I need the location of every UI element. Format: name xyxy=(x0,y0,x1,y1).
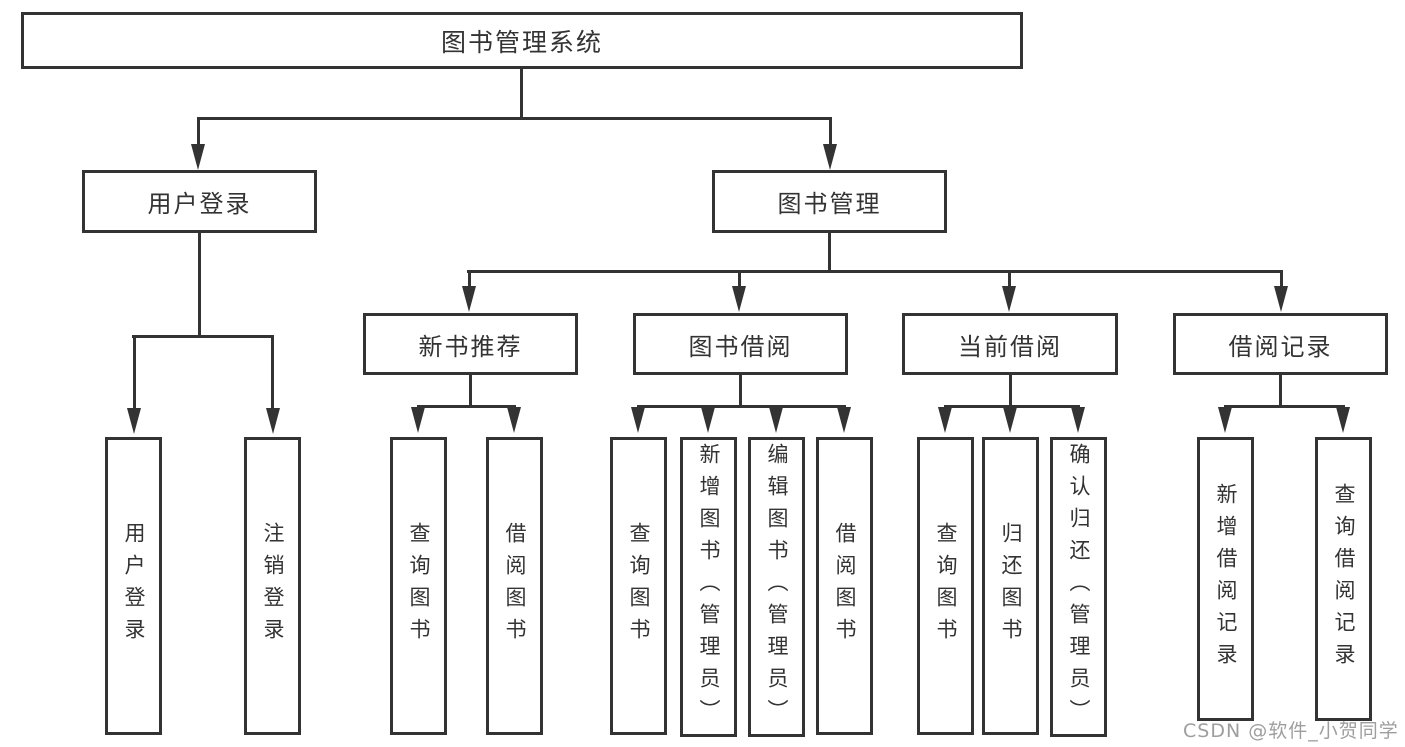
connector-line xyxy=(417,405,516,408)
leaf-label: 编辑图书（管理员） xyxy=(765,443,789,731)
node-label: 图书管理 xyxy=(777,190,882,218)
node-label: 图书管理系统 xyxy=(440,27,603,57)
leaf-query-books-recommend: 查询图书 xyxy=(390,437,447,735)
connector-line xyxy=(1279,375,1282,407)
leaf-borrow-books-recommend: 借阅图书 xyxy=(486,437,543,735)
connector-line xyxy=(133,337,136,410)
leaf-label: 用户登录 xyxy=(122,522,146,650)
leaf-borrow-books-borrowing: 借阅图书 xyxy=(816,437,873,735)
leaf-confirm-return-admin: 确认归还（管理员） xyxy=(1050,437,1107,737)
arrow-down-icon xyxy=(1002,286,1016,312)
leaf-label: 借阅图书 xyxy=(503,522,527,650)
leaf-label: 查询图书 xyxy=(627,522,651,650)
arrow-down-icon xyxy=(411,407,425,433)
leaf-label: 借阅图书 xyxy=(833,522,857,650)
arrow-down-icon xyxy=(266,408,280,434)
leaf-label: 确认归还（管理员） xyxy=(1067,443,1091,731)
leaf-label: 查询图书 xyxy=(407,522,431,650)
leaf-label: 查询借阅记录 xyxy=(1332,483,1356,675)
connector-line xyxy=(637,405,846,408)
node-label: 当前借阅 xyxy=(958,332,1062,361)
arrow-down-icon xyxy=(1336,407,1350,433)
arrow-down-icon xyxy=(823,144,837,170)
csdn-watermark: CSDN @软件_小贺同学 xyxy=(1183,720,1399,742)
connector-line xyxy=(271,337,274,410)
leaf-query-borrow-record: 查询借阅记录 xyxy=(1315,437,1372,721)
arrow-down-icon xyxy=(701,407,715,433)
node-user-login: 用户登录 xyxy=(82,170,317,233)
connector-line xyxy=(132,335,274,338)
leaf-label: 注销登录 xyxy=(261,522,285,650)
leaf-label: 新增图书（管理员） xyxy=(697,443,721,731)
node-borrowing-records: 借阅记录 xyxy=(1173,313,1388,375)
leaf-return-books: 归还图书 xyxy=(982,437,1039,735)
leaf-label: 查询图书 xyxy=(934,522,958,650)
arrow-down-icon xyxy=(1003,407,1017,433)
node-label: 用户登录 xyxy=(147,190,252,218)
connector-line xyxy=(829,120,832,146)
node-label: 借阅记录 xyxy=(1228,332,1333,361)
connector-line xyxy=(738,272,741,287)
connector-line xyxy=(1009,375,1012,407)
leaf-add-books-admin: 新增图书（管理员） xyxy=(680,437,737,737)
arrow-down-icon xyxy=(462,286,476,312)
connector-line xyxy=(739,375,742,407)
node-new-book-recommendation: 新书推荐 xyxy=(363,313,578,375)
arrow-down-icon xyxy=(837,407,851,433)
connector-line xyxy=(1280,272,1283,287)
connector-line xyxy=(469,375,472,407)
leaf-label: 归还图书 xyxy=(999,522,1023,650)
arrow-down-icon xyxy=(191,144,205,170)
connector-line xyxy=(1008,272,1011,287)
connector-line xyxy=(520,69,523,120)
connector-line xyxy=(467,270,1283,273)
node-book-management: 图书管理 xyxy=(712,170,947,233)
leaf-add-borrow-record: 新增借阅记录 xyxy=(1197,437,1254,721)
leaf-user-login: 用户登录 xyxy=(105,437,162,735)
node-label: 图书借阅 xyxy=(688,332,793,361)
arrow-down-icon xyxy=(127,408,141,434)
arrow-down-icon xyxy=(1274,286,1288,312)
node-label: 新书推荐 xyxy=(418,332,523,361)
leaf-query-books-current: 查询图书 xyxy=(917,437,974,735)
arrow-down-icon xyxy=(1218,407,1232,433)
leaf-edit-books-admin: 编辑图书（管理员） xyxy=(748,437,805,737)
leaf-query-books-borrowing: 查询图书 xyxy=(610,437,667,735)
node-current-borrowing: 当前借阅 xyxy=(902,313,1118,375)
arrow-down-icon xyxy=(631,407,645,433)
connector-line xyxy=(468,272,471,287)
leaf-label: 新增借阅记录 xyxy=(1214,483,1238,675)
connector-line xyxy=(944,405,1080,408)
connector-line xyxy=(197,120,200,146)
node-library-management-system: 图书管理系统 xyxy=(21,12,1023,69)
arrow-down-icon xyxy=(769,407,783,433)
node-book-borrowing: 图书借阅 xyxy=(633,313,848,375)
connector-line xyxy=(197,117,832,120)
arrow-down-icon xyxy=(507,407,521,433)
connector-line xyxy=(198,233,201,337)
leaf-logout: 注销登录 xyxy=(244,437,301,735)
arrow-down-icon xyxy=(938,407,952,433)
connector-line xyxy=(1224,405,1345,408)
arrow-down-icon xyxy=(732,286,746,312)
arrow-down-icon xyxy=(1071,407,1085,433)
connector-line xyxy=(828,232,831,273)
